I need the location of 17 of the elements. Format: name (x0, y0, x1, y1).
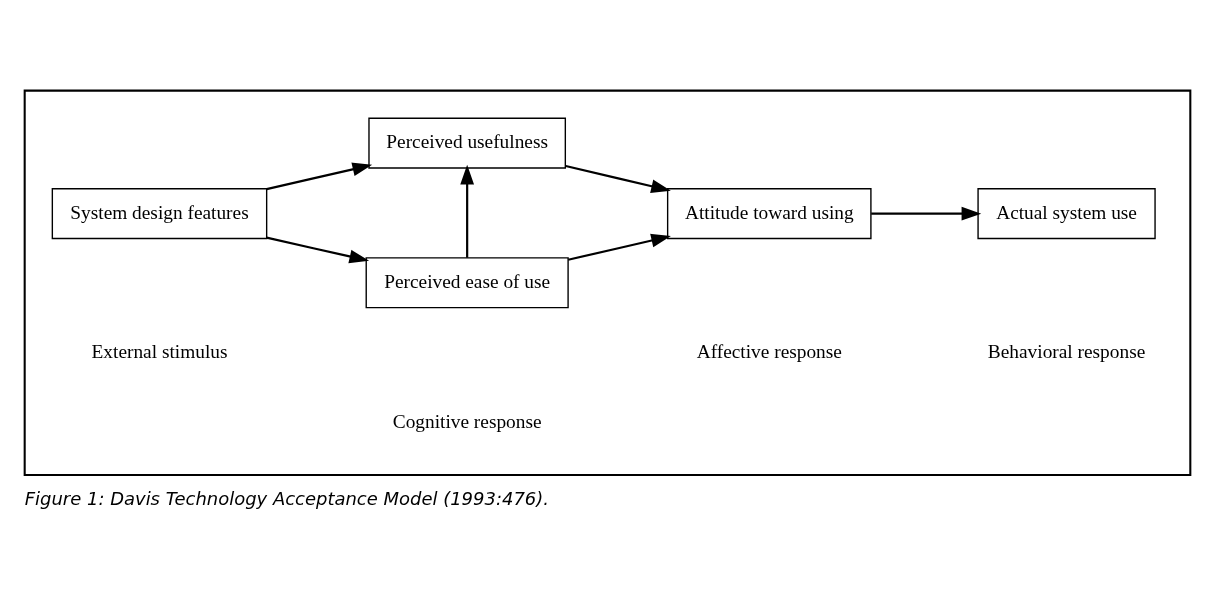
arrow (266, 236, 370, 264)
arrow (871, 206, 982, 221)
label: Behavioral response (987, 341, 1146, 363)
node-box: Perceived ease of use (365, 257, 569, 309)
arrow (565, 164, 671, 193)
arrow (567, 233, 671, 261)
arrow (266, 162, 373, 191)
label: Affective response (696, 341, 842, 363)
label: Cognitive response (392, 410, 542, 432)
caption: Figure 1: Davis Technology Acceptance Model (1993:476). (24, 487, 549, 509)
node-box: Perceived usefulness (368, 117, 567, 169)
node-box: Actual system use (977, 188, 1156, 240)
node-box: System design features (51, 188, 268, 240)
cluster (23, 89, 1192, 477)
node-box: Attitude toward using (666, 188, 872, 240)
arrow (460, 164, 475, 258)
label: External stimulus (91, 341, 228, 363)
